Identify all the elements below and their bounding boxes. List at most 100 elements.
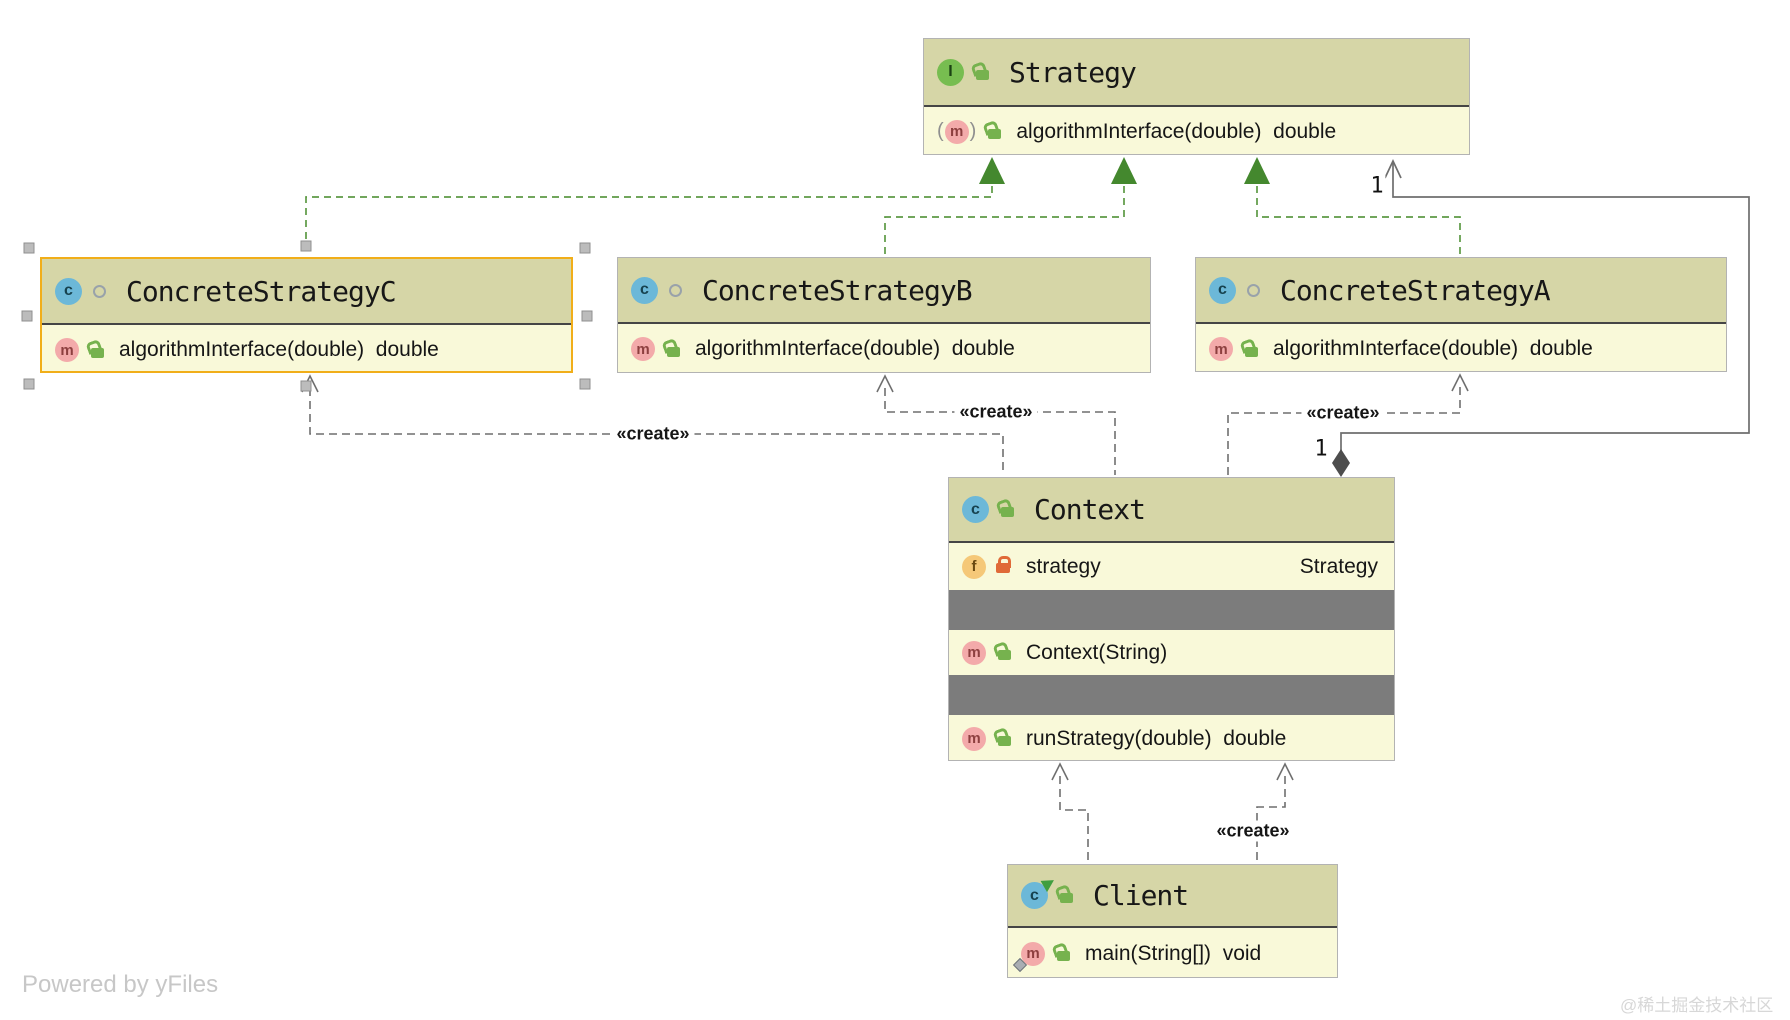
concrete-strategy-c-header[interactable]: c ConcreteStrategyC [42, 259, 571, 325]
public-lock-icon [1051, 941, 1070, 961]
class-title: Context [1034, 493, 1146, 526]
member-row-constructor[interactable]: m Context(String) [949, 630, 1394, 675]
powered-by-yfiles-watermark: Powered by yFiles [22, 971, 219, 998]
selection-handle-top-middle[interactable] [300, 240, 312, 252]
edge-create-client-context[interactable] [1256, 762, 1294, 862]
class-icon-letter: c [640, 281, 649, 298]
dependency-arrowhead [876, 374, 894, 393]
class-node-client[interactable]: c Client m main(String[]) void [1007, 864, 1338, 978]
edge-label-create-c: «create» [611, 423, 695, 445]
field-icon-letter: f [971, 558, 977, 575]
class-icon-letter: c [971, 500, 980, 518]
private-lock-icon [995, 556, 1011, 574]
selection-handle-middle-left[interactable] [21, 310, 33, 322]
client-header[interactable]: c Client [1008, 865, 1337, 928]
edge-create-concrete-strategy-b[interactable] [876, 374, 1116, 475]
class-icon-letter: c [1030, 886, 1039, 904]
package-local-icon [1247, 283, 1260, 297]
class-icon-letter: c [64, 282, 73, 299]
edge-label-create-b: «create» [954, 401, 1038, 423]
section-separator-bar [949, 590, 1394, 630]
public-lock-icon [1054, 883, 1073, 903]
multiplicity-label-context-end: 1 [1312, 436, 1330, 462]
member-signature: algorithmInterface(double) double [119, 338, 439, 361]
class-icon: c [631, 276, 658, 304]
class-node-strategy[interactable]: I Strategy m algorithmInterface(double) … [923, 38, 1470, 155]
field-type: Strategy [1299, 554, 1378, 578]
member-row-main[interactable]: m main(String[]) void [1008, 928, 1337, 979]
edge-label-create-a: «create» [1301, 402, 1385, 424]
method-icon-letter: m [1214, 340, 1228, 358]
method-icon: m [631, 337, 655, 361]
class-icon-letter: c [1218, 281, 1227, 298]
member-row-run-strategy[interactable]: m runStrategy(double) double [949, 715, 1394, 762]
method-icon: m [962, 640, 986, 665]
field-row-strategy[interactable]: f strategy Strategy [949, 543, 1394, 590]
edge-realization-concrete-strategy-b[interactable] [884, 157, 1137, 255]
class-title: ConcreteStrategyC [126, 274, 397, 308]
selection-handle-top-right[interactable] [579, 242, 591, 254]
selection-handle-bottom-middle[interactable] [300, 380, 312, 392]
method-icon: m [55, 338, 79, 362]
method-icon: m [1209, 337, 1233, 361]
member-signature: main(String[]) void [1085, 941, 1262, 965]
realization-arrowhead [979, 157, 1005, 184]
member-row-algorithm-interface[interactable]: m algorithmInterface(double) double [924, 107, 1469, 156]
dependency-arrowhead [1051, 762, 1069, 781]
community-watermark: @稀土掘金技术社区 [1620, 996, 1774, 1015]
strategy-header[interactable]: I Strategy [924, 39, 1469, 107]
class-title: Strategy [1009, 55, 1137, 89]
public-lock-icon [970, 60, 989, 80]
member-signature: Context(String) [1026, 640, 1168, 664]
class-node-concrete-strategy-a[interactable]: c ConcreteStrategyA m algorithmInterface… [1195, 257, 1727, 372]
concrete-strategy-a-header[interactable]: c ConcreteStrategyA [1196, 258, 1726, 324]
dependency-arrowhead [1276, 762, 1294, 781]
realization-arrowhead [1244, 157, 1270, 184]
class-node-concrete-strategy-b[interactable]: c ConcreteStrategyB m algorithmInterface… [617, 257, 1151, 373]
edge-realization-concrete-strategy-c[interactable] [305, 157, 1005, 255]
multiplicity-label-strategy-end: 1 [1368, 173, 1386, 199]
context-header[interactable]: c Context [949, 478, 1394, 543]
runnable-class-icon: c [1021, 874, 1058, 909]
method-icon-letter: m [636, 340, 650, 358]
public-lock-icon [992, 640, 1011, 660]
public-lock-icon [661, 337, 680, 357]
edge-realization-concrete-strategy-a[interactable] [1244, 157, 1461, 255]
concrete-strategy-b-header[interactable]: c ConcreteStrategyB [618, 258, 1150, 324]
method-icon-letter: m [967, 644, 981, 661]
member-row-algorithm-interface[interactable]: m algorithmInterface(double) double [42, 325, 571, 375]
class-title: ConcreteStrategyB [702, 273, 973, 307]
composition-diamond [1332, 449, 1350, 477]
package-local-icon [93, 284, 106, 298]
member-signature: runStrategy(double) double [1026, 726, 1287, 750]
edge-create-concrete-strategy-a[interactable] [1227, 373, 1469, 475]
class-node-context[interactable]: c Context f strategy Strategy m Context(… [948, 477, 1395, 761]
member-row-algorithm-interface[interactable]: m algorithmInterface(double) double [618, 324, 1150, 374]
method-icon-letter: m [950, 123, 964, 140]
member-row-algorithm-interface[interactable]: m algorithmInterface(double) double [1196, 324, 1726, 374]
selection-handle-bottom-right[interactable] [579, 378, 591, 390]
public-lock-icon [1239, 337, 1258, 357]
field-icon: f [962, 554, 986, 579]
field-name: strategy [1026, 554, 1101, 578]
interface-icon-letter: I [948, 63, 953, 80]
class-icon: c [55, 277, 82, 305]
edge-dependency-client-context[interactable] [1051, 762, 1089, 862]
class-node-concrete-strategy-c[interactable]: c ConcreteStrategyC m algorithmInterface… [40, 257, 573, 373]
dependency-arrowhead [1451, 373, 1469, 392]
edge-label-create-client: «create» [1211, 820, 1295, 842]
method-icon-letter: m [60, 341, 74, 359]
class-icon: c [962, 496, 989, 523]
selection-handle-middle-right[interactable] [581, 310, 593, 322]
selection-handle-bottom-left[interactable] [23, 378, 35, 390]
member-signature: algorithmInterface(double) double [1273, 337, 1593, 360]
public-lock-icon [995, 497, 1014, 517]
member-signature: algorithmInterface(double) double [1016, 119, 1337, 143]
realization-arrowhead [1111, 157, 1137, 184]
interface-icon: I [937, 58, 964, 86]
selection-handle-top-left[interactable] [23, 242, 35, 254]
class-title: ConcreteStrategyA [1280, 273, 1551, 307]
public-lock-icon [85, 338, 104, 358]
